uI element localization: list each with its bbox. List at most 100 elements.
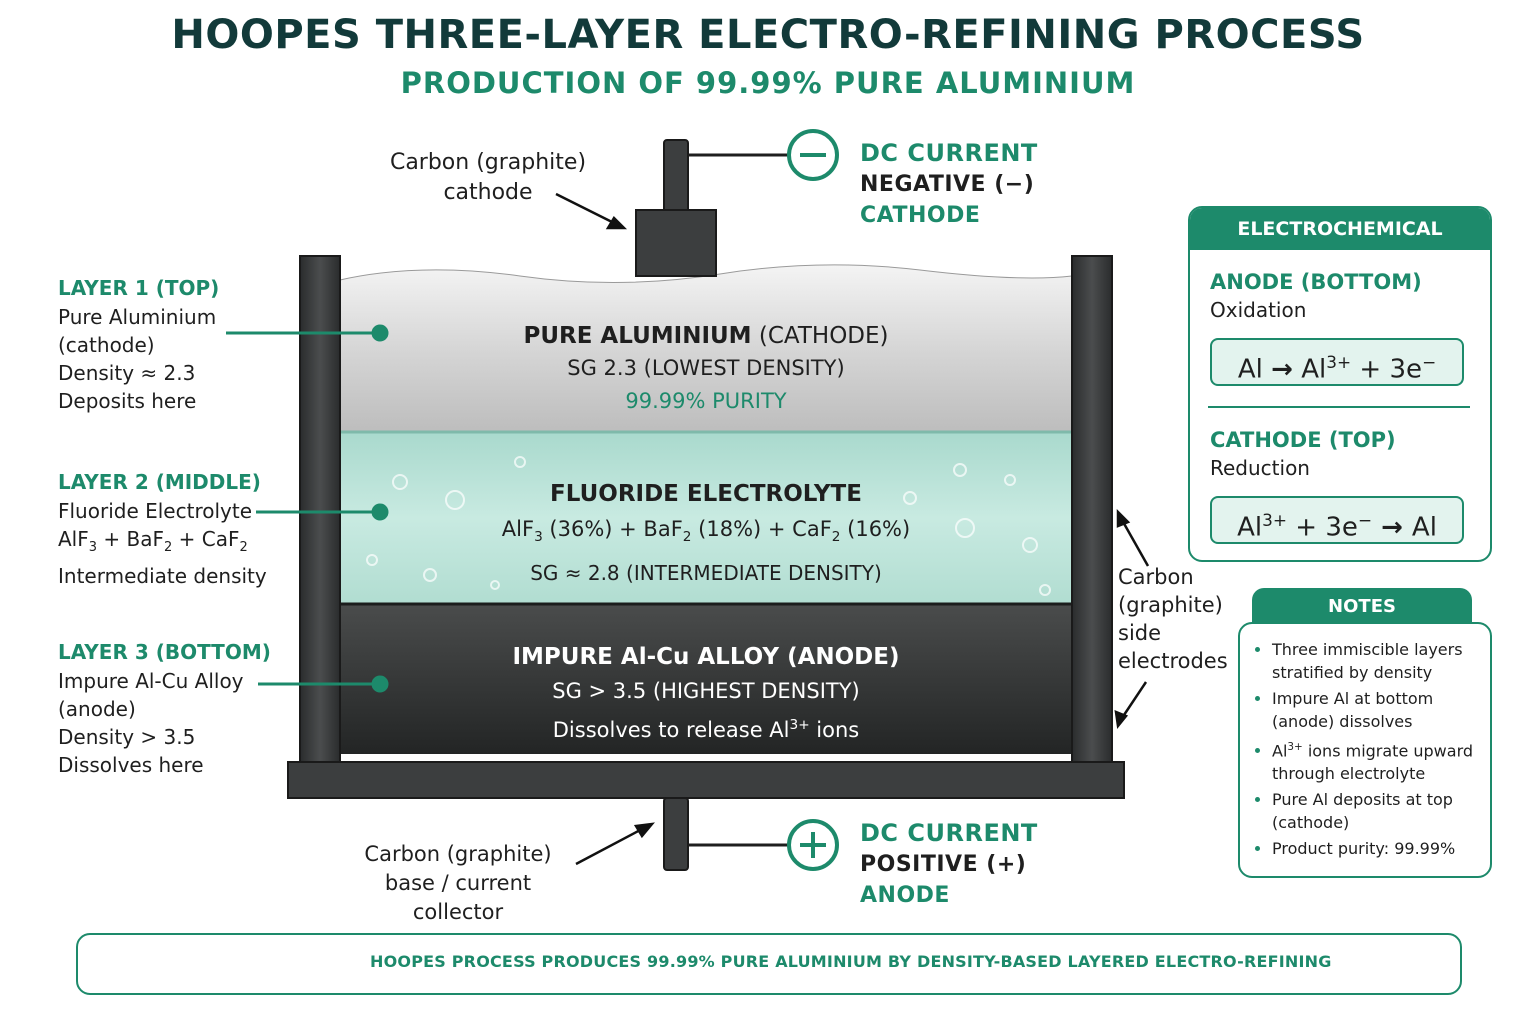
electrolyte-formula: AlF3 (36%) + BaF2 (18%) + CaF2 (16%) — [340, 510, 1072, 556]
arrow-right-icon: → — [1372, 512, 1412, 543]
eq-sup: − — [1421, 352, 1437, 372]
side-label-line3: side — [1118, 621, 1162, 645]
alloy-layer — [340, 604, 1072, 754]
dc-bottom-electrode: ANODE — [860, 883, 950, 908]
page-subtitle: PRODUCTION OF 99.99% PURE ALUMINIUM — [400, 66, 1136, 100]
summary-banner — [76, 933, 1462, 995]
electrolyte-sg: SG ≈ 2.8 (INTERMEDIATE DENSITY) — [530, 561, 882, 586]
base-label-line2: base / current collector — [384, 871, 532, 924]
alloy-layer-text: IMPURE Al-Cu ALLOY (ANODE) SG > 3.5 (HIG… — [340, 640, 1072, 747]
eq-sup: − — [1357, 510, 1373, 530]
dc-top-heading: DC CURRENT — [860, 139, 1038, 167]
layer1-line4: Deposits here — [58, 389, 197, 413]
cathode-rod — [663, 139, 689, 213]
eq-sup: 3+ — [1262, 510, 1287, 530]
reactions-panel: ELECTROCHEMICAL REACTIONS ANODE (BOTTOM)… — [1188, 206, 1492, 562]
layer3-line3: Density > 3.5 — [58, 725, 196, 749]
alloy-note-part: ions — [809, 718, 860, 742]
formula-part: (36%) + BaF — [542, 517, 683, 541]
side-electrodes-label: Carbon (graphite) side electrodes — [1118, 563, 1228, 675]
note-item: Product purity: 99.99% — [1272, 837, 1490, 860]
dc-bottom-polarity: POSITIVE (+) — [860, 852, 1027, 877]
notes-panel: Three immiscible layers stratified by de… — [1238, 622, 1492, 878]
aluminium-title-bold: PURE ALUMINIUM — [523, 323, 752, 349]
base-label-line1: Carbon (graphite) — [364, 842, 552, 866]
layer1-line1: Pure Aluminium — [58, 305, 217, 329]
layer2-line1: Fluoride Electrolyte — [58, 499, 253, 523]
alloy-note: Dissolves to release Al3+ ions — [340, 708, 1072, 747]
layer1-line2: (cathode) — [58, 333, 155, 357]
layer1-line3: Density ≈ 2.3 — [58, 361, 196, 385]
anode-type: Oxidation — [1210, 298, 1307, 322]
page-title: HOOPES THREE-LAYER ELECTRO-REFINING PROC… — [171, 12, 1365, 58]
aluminium-layer-text: PURE ALUMINIUM (CATHODE) SG 2.3 (LOWEST … — [340, 320, 1072, 418]
eq-part: Al — [1237, 354, 1272, 385]
layer2-formula-part: AlF — [58, 527, 89, 551]
eq-part: Al — [1411, 512, 1437, 543]
cathode-label-line1: Carbon (graphite) — [389, 150, 587, 175]
reactions-divider — [1208, 406, 1470, 408]
cathode-equation: Al3+ + 3e− → Al — [1210, 496, 1464, 544]
cathode-label-line2: cathode — [443, 180, 533, 205]
alloy-sg: SG > 3.5 (HIGHEST DENSITY) — [552, 679, 860, 703]
notes-list: Three immiscible layers stratified by de… — [1254, 638, 1490, 860]
layer3-line2: (anode) — [58, 697, 136, 721]
electrolyte-layer — [340, 432, 1072, 604]
side-label-line4: electrodes — [1118, 649, 1228, 673]
layer3-label: LAYER 3 (BOTTOM) Impure Al-Cu Alloy (ano… — [58, 640, 271, 779]
formula-sub: 3 — [534, 529, 543, 546]
eq-part: + 3e — [1287, 512, 1358, 543]
dc-positive-label: DC CURRENT POSITIVE (+) ANODE — [860, 818, 1038, 911]
formula-part: AlF — [501, 517, 535, 541]
note-item-prefix: Al — [1272, 741, 1288, 761]
dc-bottom-heading: DC CURRENT — [860, 819, 1038, 847]
electrolyte-title: FLUORIDE ELECTROLYTE — [550, 481, 862, 507]
graphite-base — [287, 761, 1125, 799]
layer2-formula-sub: 3 — [88, 540, 98, 555]
cathode-label: Carbon (graphite) cathode — [370, 148, 606, 208]
layer2-line3: Intermediate density — [58, 564, 267, 588]
layer2-heading: LAYER 2 (MIDDLE) — [58, 470, 261, 494]
aluminium-title-suffix: (CATHODE) — [751, 323, 889, 349]
layer2-formula-part: + CaF — [172, 527, 240, 551]
electrolyte-layer-text: FLUORIDE ELECTROLYTE AlF3 (36%) + BaF 2 (… — [340, 478, 1072, 590]
layer1-label: LAYER 1 (TOP) Pure Aluminium (cathode) D… — [58, 276, 219, 415]
formula-sub: 2 — [831, 529, 841, 546]
base-collector-rod — [663, 797, 689, 871]
aluminium-title: PURE ALUMINIUM (CATHODE) — [340, 320, 1072, 352]
note-item: Al3+ ions migrate upward through electro… — [1272, 736, 1490, 785]
side-label-line2: (graphite) — [1118, 593, 1223, 617]
base-label: Carbon (graphite) base / current collect… — [340, 840, 576, 927]
note-item-sup: 3+ — [1287, 741, 1303, 753]
eq-part: Al — [1292, 354, 1327, 385]
cathode-block — [635, 209, 717, 277]
cathode-heading: CATHODE (TOP) — [1210, 428, 1396, 452]
alloy-note-part: Dissolves to release Al — [552, 718, 790, 742]
formula-part: (16%) — [840, 517, 911, 541]
dc-negative-label: DC CURRENT NEGATIVE (−) CATHODE — [860, 138, 1038, 231]
dc-top-polarity: NEGATIVE (−) — [860, 172, 1035, 197]
layer3-heading: LAYER 3 (BOTTOM) — [58, 640, 271, 664]
anode-heading: ANODE (BOTTOM) — [1210, 270, 1422, 294]
aluminium-sg: SG 2.3 (LOWEST DENSITY) — [567, 356, 845, 380]
layer2-label: LAYER 2 (MIDDLE) Fluoride Electrolyte Al… — [58, 470, 267, 590]
note-item-text: ions migrate upward through electrolyte — [1272, 741, 1474, 784]
alloy-note-sup: 3+ — [789, 717, 810, 733]
eq-part: Al — [1237, 512, 1263, 543]
aluminium-layer — [339, 264, 1073, 433]
anode-reaction: ANODE (BOTTOM) Oxidation — [1210, 270, 1422, 322]
summary-text: HOOPES PROCESS PRODUCES 99.99% PURE ALUM… — [370, 952, 1332, 971]
notes-header: NOTES — [1252, 588, 1472, 626]
note-item: Impure Al at bottom (anode) dissolves — [1272, 687, 1490, 733]
reactions-header: ELECTROCHEMICAL REACTIONS — [1190, 208, 1490, 282]
right-side-electrode — [1071, 255, 1113, 767]
anode-equation: Al → Al3+ + 3e− — [1210, 338, 1464, 386]
arrow-right-icon: → — [1271, 354, 1293, 385]
cathode-type: Reduction — [1210, 456, 1310, 480]
electrolyte-bubbles — [366, 456, 1051, 596]
layer2-formula-sub: 2 — [163, 540, 173, 555]
dc-top-electrode: CATHODE — [860, 203, 981, 228]
layer1-heading: LAYER 1 (TOP) — [58, 276, 220, 300]
side-label-line1: Carbon — [1118, 565, 1194, 589]
